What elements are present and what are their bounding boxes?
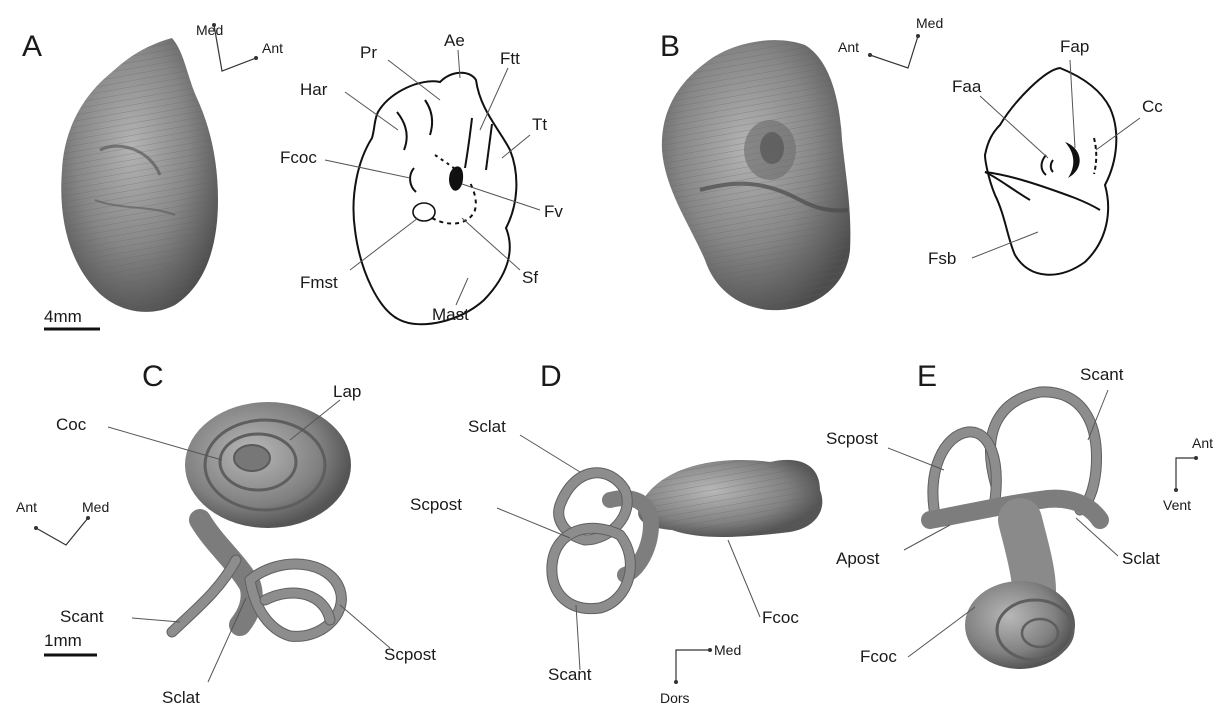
orientation-indicator-b: Ant Med (838, 15, 943, 68)
orientation-label-ant-b: Ant (838, 39, 859, 55)
label-scant-d: Scant (548, 665, 592, 684)
label-fap: Fap (1060, 37, 1089, 56)
orientation-label-med: Med (196, 22, 223, 38)
label-mast: Mast (432, 305, 469, 324)
panel-letter-b: B (660, 30, 680, 63)
orientation-label-med-c: Med (82, 499, 109, 515)
label-ftt: Ftt (500, 49, 520, 68)
label-fcoc-e: Fcoc (860, 647, 897, 666)
petrosal-drawing-a (354, 73, 517, 325)
label-scpost-e: Scpost (826, 429, 878, 448)
orientation-label-ant-e: Ant (1192, 435, 1213, 451)
scale-bar-c-label: 1mm (44, 631, 82, 650)
orientation-indicator-e: Ant Vent (1163, 435, 1213, 513)
label-pr: Pr (360, 43, 377, 62)
inner-ear-render-e (930, 392, 1100, 669)
orientation-label-ant: Ant (262, 40, 283, 56)
label-har: Har (300, 80, 328, 99)
label-fsb: Fsb (928, 249, 956, 268)
label-sclat-e: Sclat (1122, 549, 1160, 568)
petrosal-drawing-b (985, 68, 1116, 275)
label-fv: Fv (544, 202, 563, 221)
label-scpost-d: Scpost (410, 495, 462, 514)
inner-ear-render-c (172, 402, 351, 636)
orientation-indicator-c: Ant Med (16, 499, 109, 545)
label-apost-e: Apost (836, 549, 880, 568)
panel-letter-d: D (540, 360, 562, 393)
orientation-label-vent-e: Vent (1163, 497, 1191, 513)
label-ae: Ae (444, 31, 465, 50)
panel-c: C Ant Med Coc (16, 360, 436, 707)
label-sf: Sf (522, 268, 538, 287)
label-faa: Faa (952, 77, 982, 96)
scale-bar-c: 1mm (44, 631, 97, 655)
petrosal-render-a (61, 38, 218, 312)
label-fcoc: Fcoc (280, 148, 317, 167)
orientation-label-med-d: Med (714, 642, 741, 658)
panel-e: E Ant Vent Scant Scpost (826, 360, 1213, 669)
panel-letter-c: C (142, 360, 164, 393)
label-scant-e: Scant (1080, 365, 1124, 384)
panel-d: D Med Dors Sclat Scpost Scant Fcoc (410, 360, 822, 706)
panel-b: B Ant Med (660, 15, 1163, 310)
scale-bar-a: 4mm (44, 307, 100, 329)
orientation-label-ant-c: Ant (16, 499, 37, 515)
label-coc: Coc (56, 415, 87, 434)
scale-bar-a-label: 4mm (44, 307, 82, 326)
label-sclat-d: Sclat (468, 417, 506, 436)
panel-letter-e: E (917, 360, 937, 393)
label-tt: Tt (532, 115, 547, 134)
petrosal-render-b (662, 40, 851, 310)
label-sclat-c: Sclat (162, 688, 200, 707)
label-scpost-c: Scpost (384, 645, 436, 664)
inner-ear-render-d (552, 460, 822, 609)
label-fmst: Fmst (300, 273, 338, 292)
label-cc: Cc (1142, 97, 1163, 116)
label-scant-c: Scant (60, 607, 104, 626)
panel-a: A Med Ant (22, 22, 563, 329)
orientation-indicator-a: Med Ant (196, 22, 283, 71)
label-fcoc-d: Fcoc (762, 608, 799, 627)
orientation-label-dors-d: Dors (660, 690, 690, 706)
orientation-label-med-b: Med (916, 15, 943, 31)
label-lap: Lap (333, 382, 361, 401)
orientation-indicator-d: Med Dors (660, 642, 741, 706)
panel-letter-a: A (22, 30, 42, 63)
